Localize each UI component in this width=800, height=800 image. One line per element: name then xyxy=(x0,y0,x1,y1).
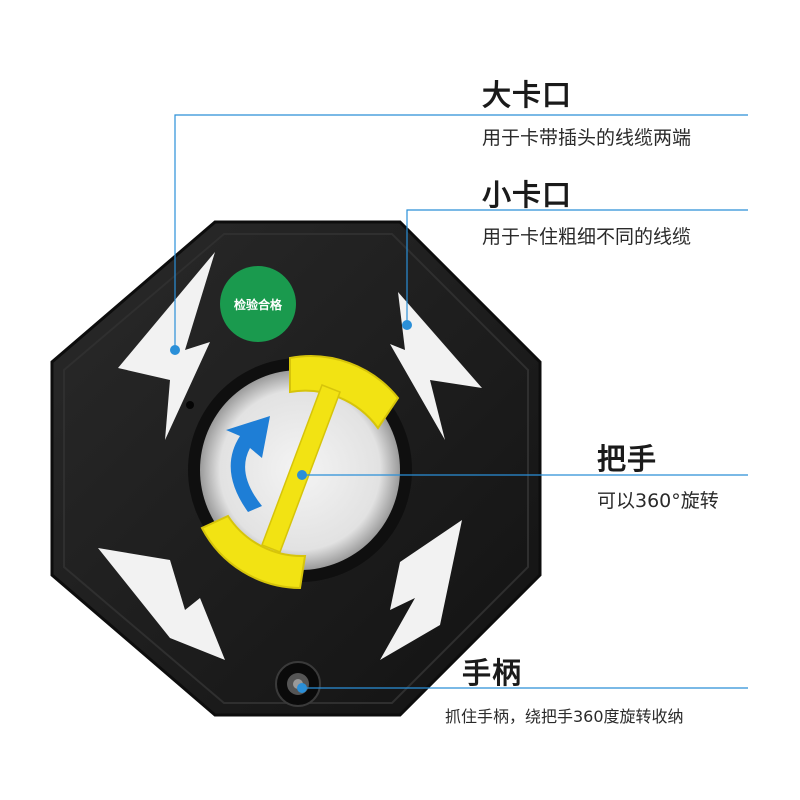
inspection-badge: 检验合格 xyxy=(220,266,296,342)
callout-desc-big-notch: 用于卡带插头的线缆两端 xyxy=(482,127,692,149)
leader-dot xyxy=(402,320,412,330)
leader-lines xyxy=(174,114,748,689)
callout-title-big-notch: 大卡口 xyxy=(482,78,573,112)
callout-title-grip: 手柄 xyxy=(462,656,523,690)
leader-line-big-notch xyxy=(174,114,748,350)
small-notch-top-right xyxy=(390,292,482,440)
handle-top-grip xyxy=(289,355,400,430)
callout-desc-handle: 可以360°旋转 xyxy=(597,490,719,512)
callout-desc-small-notch: 用于卡住粗细不同的线缆 xyxy=(482,226,692,248)
rotation-arrow-icon xyxy=(226,416,270,512)
reel-rim xyxy=(63,233,529,704)
leader-dots xyxy=(170,320,412,693)
callout-title-handle: 把手 xyxy=(597,442,658,476)
small-notch-bottom-right xyxy=(380,520,462,660)
leader-line-small-notch xyxy=(406,209,748,325)
callout-desc-grip: 抓住手柄，绕把手360度旋转收纳 xyxy=(445,707,684,726)
leader-dot xyxy=(297,470,307,480)
big-notch-top-left xyxy=(118,252,215,440)
big-notch-bottom-left xyxy=(98,548,225,660)
screw-hole xyxy=(186,401,194,409)
leader-dot xyxy=(297,683,307,693)
pivot-knob xyxy=(275,661,321,707)
leader-dot xyxy=(170,345,180,355)
callout-title-small-notch: 小卡口 xyxy=(482,178,573,212)
handle-bottom-grip xyxy=(200,514,307,590)
handle-bar xyxy=(261,384,341,553)
handle xyxy=(200,355,400,590)
inspection-badge-text: 检验合格 xyxy=(234,297,283,312)
